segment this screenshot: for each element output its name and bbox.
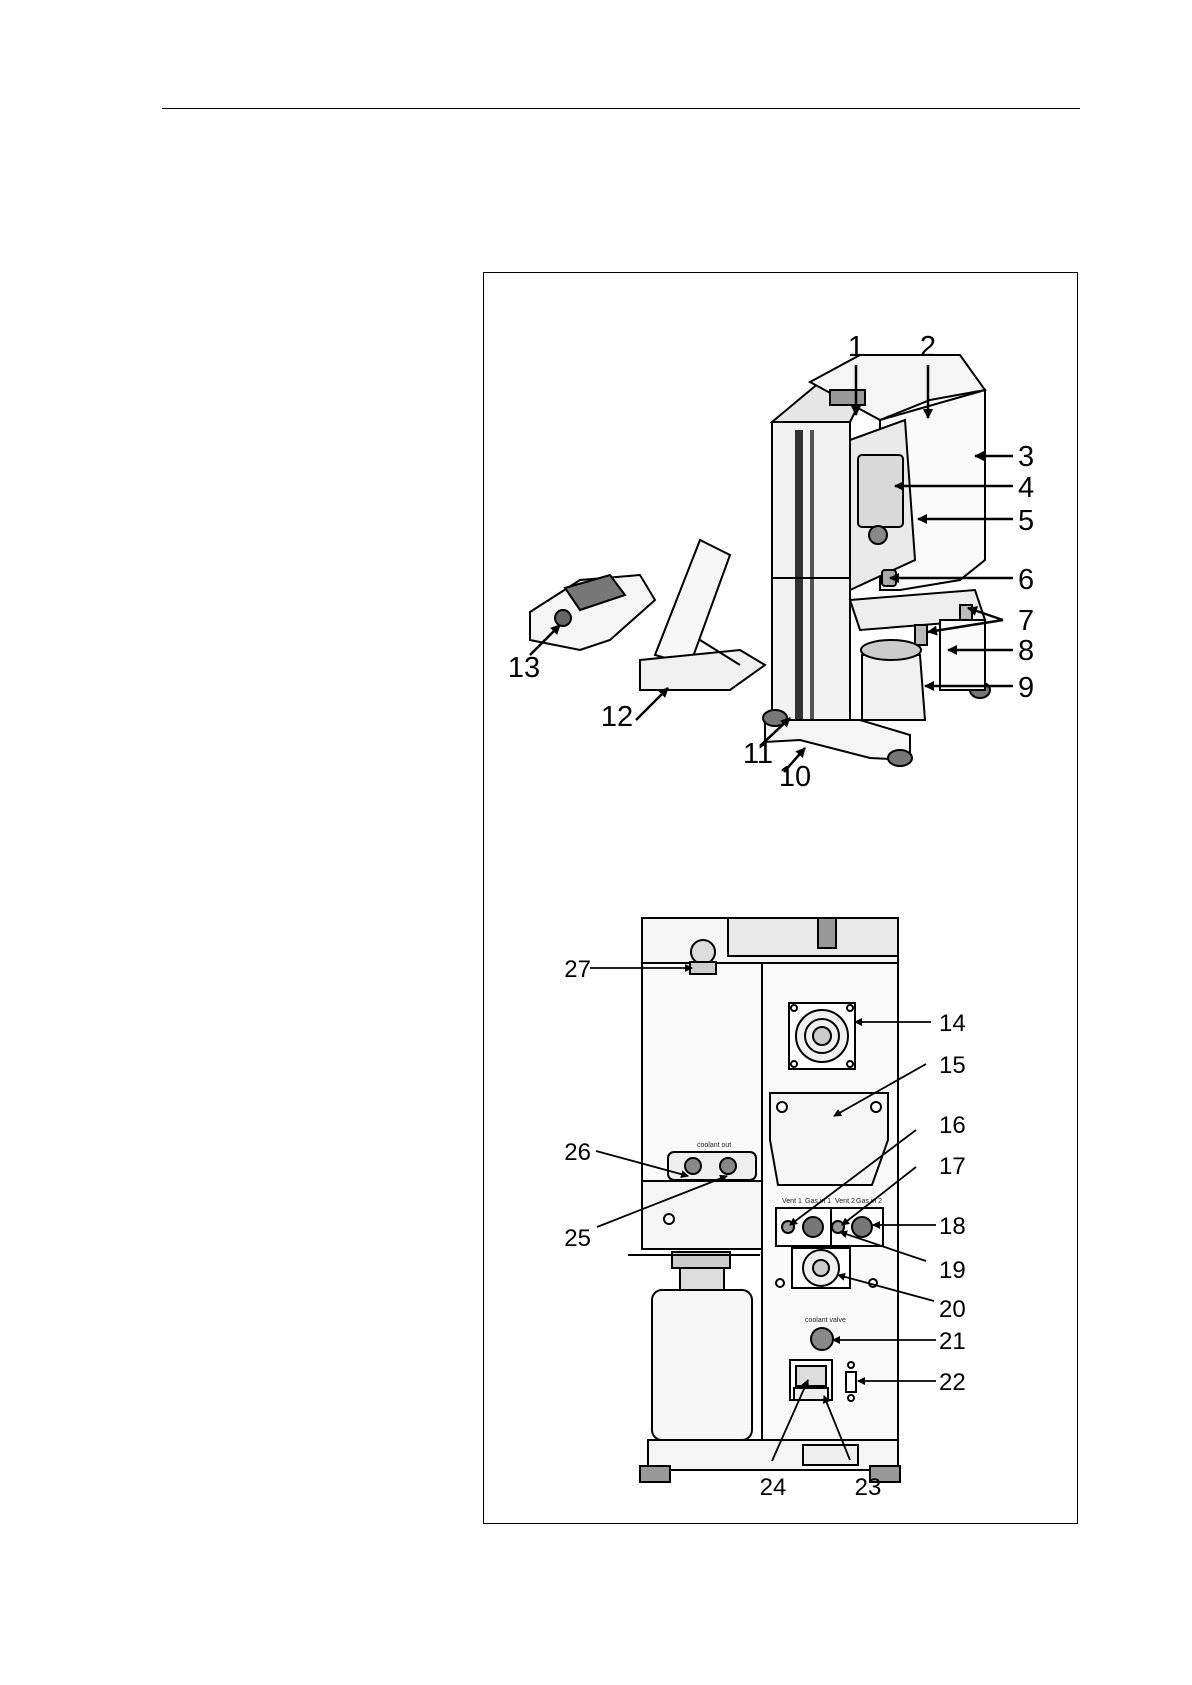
callout-17: 17 [939, 1153, 966, 1180]
vent1-tag: Vent 1 [782, 1198, 802, 1205]
callout-21: 21 [939, 1328, 966, 1355]
callout-15: 15 [939, 1052, 966, 1079]
callout-23: 23 [855, 1474, 882, 1501]
callout-4: 4 [1018, 472, 1034, 504]
coolant-out-tag: coolant out [697, 1142, 731, 1149]
callout-6: 6 [1018, 564, 1034, 596]
callout-1: 1 [848, 331, 864, 363]
callout-7: 7 [1018, 605, 1034, 637]
callout-16: 16 [939, 1112, 966, 1139]
callout-13: 13 [508, 652, 540, 684]
coolant-valve-tag: coolant valve [805, 1317, 846, 1324]
callout-9: 9 [1018, 672, 1034, 704]
callout-5: 5 [1018, 505, 1034, 537]
front-view-illustration [530, 355, 990, 766]
callout-22: 22 [939, 1369, 966, 1396]
callout-24: 24 [760, 1474, 787, 1501]
rear-view-illustration: coolant out Vent 1 Gas in 1 Vent 2 Gas i… [628, 918, 900, 1482]
callout-27: 27 [564, 956, 591, 983]
callout-25: 25 [564, 1225, 591, 1252]
callout-26: 26 [564, 1139, 591, 1166]
callout-8: 8 [1018, 635, 1034, 667]
callout-14: 14 [939, 1010, 966, 1037]
callout-18: 18 [939, 1213, 966, 1240]
callout-11: 11 [743, 738, 773, 770]
callout-3: 3 [1018, 441, 1034, 473]
callout-10: 10 [779, 761, 811, 793]
vent2-tag: Vent 2 [835, 1198, 855, 1205]
callout-12: 12 [601, 701, 633, 733]
callout-2: 2 [920, 331, 936, 363]
callout-19: 19 [939, 1257, 966, 1284]
callout-20: 20 [939, 1296, 966, 1323]
